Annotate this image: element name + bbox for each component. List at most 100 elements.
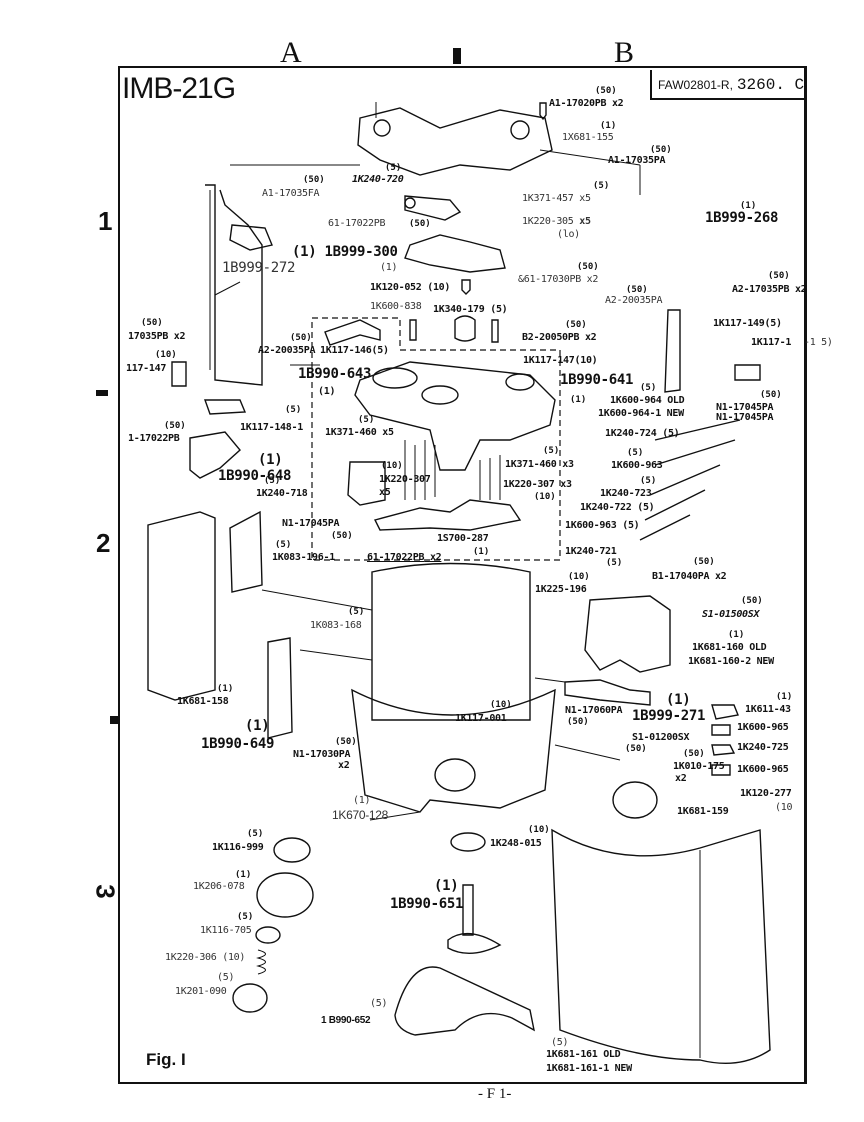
qty-label: (5) bbox=[593, 181, 610, 191]
part-number: 1K201-090 bbox=[175, 986, 227, 997]
qty-label: (5) bbox=[543, 446, 560, 456]
body-1k083-168 bbox=[371, 562, 531, 721]
spring-1k220-306 bbox=[256, 949, 266, 975]
part-label: 1K117-149(5) bbox=[713, 318, 782, 329]
part-number: A2-17035PB bbox=[732, 284, 790, 295]
part-count: x5 bbox=[579, 193, 591, 204]
part-number: 117-147 bbox=[126, 363, 167, 374]
part-label: 1K117-146(5) bbox=[320, 345, 389, 356]
part-number: B1-17040PA bbox=[652, 571, 710, 582]
qty-label: (5) bbox=[551, 1037, 569, 1048]
part-number: 1B990-651 bbox=[390, 896, 464, 912]
qty-label: (5) bbox=[640, 476, 657, 486]
springs-left bbox=[404, 440, 436, 500]
part-number: 1K206-078 bbox=[193, 881, 245, 892]
part-number: 1K240-720 bbox=[352, 174, 404, 185]
part-1k600-965-a bbox=[711, 724, 731, 736]
part-number: 1K681-160 OLD bbox=[692, 642, 767, 653]
qty-label: (10) bbox=[427, 282, 451, 293]
bushing-1k340-179 bbox=[454, 315, 476, 342]
part-count: x2 bbox=[675, 773, 687, 784]
qty-label: (50) bbox=[565, 320, 587, 330]
part-label: (1) 1B999-300 bbox=[292, 244, 398, 260]
model-title: IMB-21G bbox=[122, 72, 236, 105]
part-number: 1K010-175 bbox=[673, 761, 725, 772]
qty-label: (50) bbox=[141, 318, 163, 328]
part-number: A2-20035PA bbox=[605, 295, 663, 306]
qty-label: (5) bbox=[371, 345, 389, 356]
right-bracket-1k117-149 bbox=[664, 309, 681, 393]
part-count: x2 bbox=[586, 274, 599, 285]
lever-stack bbox=[639, 419, 741, 541]
springs-right bbox=[479, 455, 501, 500]
qty-label: (50) bbox=[760, 390, 782, 400]
pad-1k117-148-1 bbox=[204, 399, 247, 415]
part-number: 1K240-718 bbox=[256, 488, 308, 499]
spool-center bbox=[421, 385, 459, 405]
pad-1k117-1 bbox=[734, 364, 761, 381]
part-number: 1K600-965 bbox=[737, 722, 789, 733]
part-number: 1K600-964-1 NEW bbox=[598, 408, 684, 419]
part-number: A2-20035PA bbox=[258, 345, 316, 356]
qty-label: (10) bbox=[574, 355, 598, 366]
part-number: 1K117-148-1 bbox=[240, 422, 303, 433]
part-number: 1K120-052 bbox=[370, 282, 422, 293]
part-label: 17035PB x2 bbox=[128, 331, 186, 342]
column-label-a: A bbox=[280, 36, 302, 69]
part-number: 1K611-43 bbox=[745, 704, 791, 715]
foot-1b990-652 bbox=[394, 966, 535, 1036]
part-number: 1K600-965 bbox=[737, 764, 789, 775]
qty-label: (5) bbox=[385, 163, 402, 173]
qty-label: (5) bbox=[358, 415, 375, 425]
spool-left bbox=[372, 367, 418, 389]
qty-label: (5) bbox=[247, 829, 264, 839]
row-marker-1 bbox=[96, 390, 108, 396]
part-label: 1K220-306 (10) bbox=[165, 952, 245, 963]
qty-label: (5) bbox=[217, 972, 235, 983]
part-1k681-159 bbox=[612, 781, 658, 819]
part-count: x2 bbox=[794, 284, 807, 295]
part-label: 1K240-724 (5) bbox=[605, 428, 680, 439]
housing-1k206-078 bbox=[256, 872, 314, 918]
part-number: 61-17022PB bbox=[328, 218, 386, 229]
part-number: 1B999-300 bbox=[324, 244, 398, 260]
qty-label: (50) bbox=[768, 271, 790, 281]
part-count: x2 bbox=[714, 571, 727, 582]
leader-lines bbox=[214, 149, 641, 821]
qty-label: (50) bbox=[409, 219, 431, 229]
qty-label: (5) bbox=[627, 448, 644, 458]
left-frame-shape bbox=[205, 184, 263, 386]
part-number: S1-01500SX bbox=[702, 609, 760, 620]
arm-hole bbox=[404, 197, 416, 209]
qty-label: (50) bbox=[303, 175, 325, 185]
qty-label: (50) bbox=[683, 749, 705, 759]
part-number: 1K681-158 bbox=[177, 696, 229, 707]
qty-label: (5) bbox=[637, 502, 655, 513]
doc-number-text: FAW02801-R, bbox=[658, 78, 733, 92]
part-label: 61-17022PB x2 bbox=[367, 552, 442, 563]
part-label: A2-17035PB x2 bbox=[732, 284, 807, 295]
part-label: 1K340-179 (5) bbox=[433, 304, 508, 315]
qty-label: (50) bbox=[626, 285, 648, 295]
figure-label: Fig. I bbox=[146, 1050, 186, 1069]
part-count: x5 bbox=[379, 487, 391, 498]
top-casting-shape bbox=[357, 107, 553, 176]
qty-label: (1) bbox=[217, 684, 234, 694]
qty-label: (10) bbox=[222, 952, 246, 963]
part-label: 1K600-963 (5) bbox=[565, 520, 640, 531]
pad-117-147 bbox=[171, 361, 187, 387]
part-number: 61-17022PB bbox=[367, 552, 425, 563]
qty-label: (50) bbox=[595, 86, 617, 96]
part-number: 1-17022PB bbox=[128, 433, 180, 444]
part-count: x2 bbox=[611, 98, 624, 109]
part-number: 1K117-146 bbox=[320, 345, 372, 356]
part-number: A1-17035FA bbox=[262, 188, 320, 199]
qty-label: (1) bbox=[380, 262, 398, 273]
part-number: 1K220-305 bbox=[522, 216, 574, 227]
top-casting-hole-left bbox=[373, 119, 391, 137]
column-label-b: B bbox=[614, 36, 635, 69]
part-number: 1K600-964 OLD bbox=[610, 395, 685, 406]
part-number: 1K600-838 bbox=[370, 301, 422, 312]
ring-1k116-999 bbox=[273, 837, 311, 863]
qty-label: (1) bbox=[740, 201, 757, 211]
